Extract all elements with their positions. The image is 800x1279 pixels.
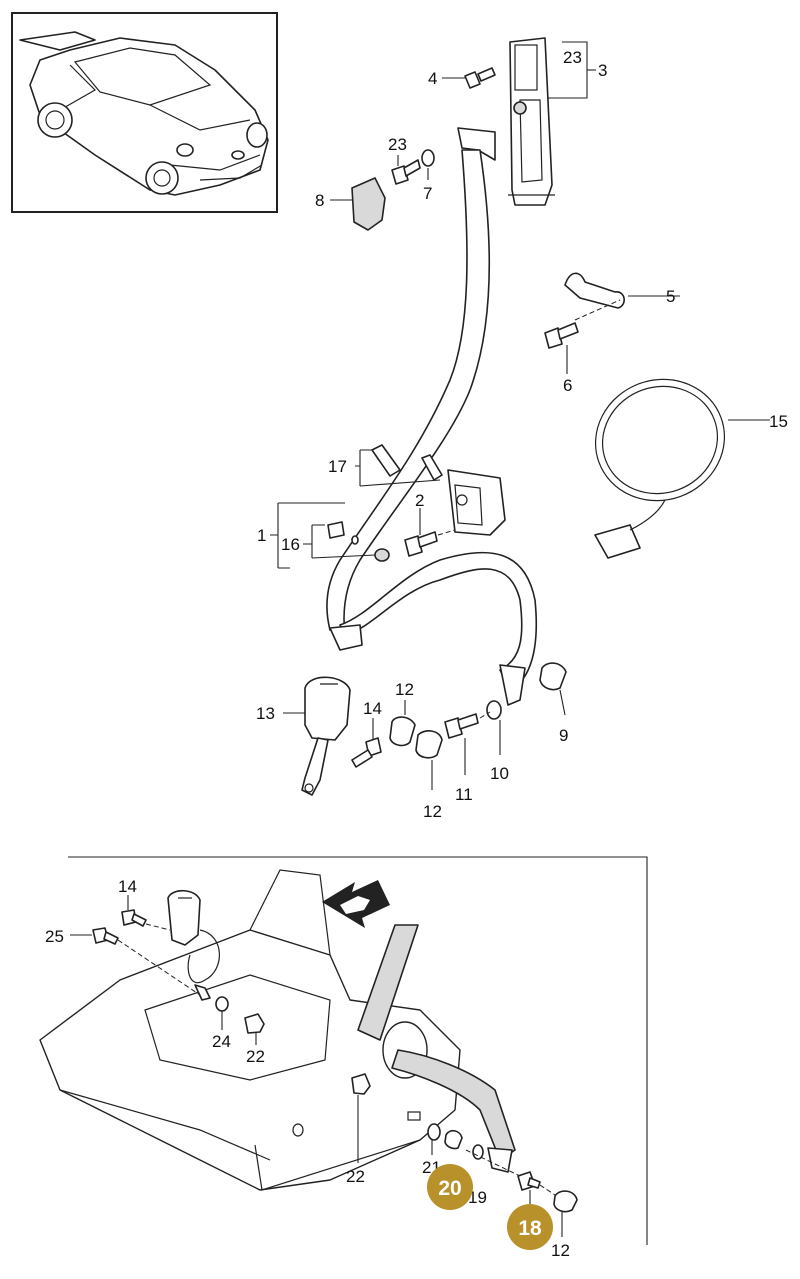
washer-10 bbox=[486, 700, 502, 720]
guide-5 bbox=[564, 272, 625, 309]
seat-buckle bbox=[167, 889, 220, 1001]
label-25[interactable]: 25 bbox=[45, 927, 64, 946]
label-5[interactable]: 5 bbox=[666, 287, 675, 306]
bolt-23 bbox=[391, 159, 421, 185]
nut-22b bbox=[351, 1073, 371, 1095]
sleeve-12b bbox=[415, 730, 443, 759]
label-6[interactable]: 6 bbox=[563, 376, 572, 395]
car-thumbnail-panel bbox=[11, 12, 278, 213]
label-10[interactable]: 10 bbox=[490, 764, 509, 783]
belt-webbing bbox=[326, 127, 538, 706]
label-16[interactable]: 16 bbox=[281, 535, 300, 554]
label-4[interactable]: 4 bbox=[428, 69, 437, 88]
highlight-badge-18[interactable]: 18 bbox=[507, 1204, 553, 1250]
label-17[interactable]: 17 bbox=[328, 457, 347, 476]
bolt-11 bbox=[444, 713, 479, 739]
part-labels: 4 23 3 23 7 8 5 6 15 17 2 1 16 12 13 14 … bbox=[45, 48, 788, 1260]
label-11[interactable]: 11 bbox=[455, 785, 473, 804]
label-14-lower[interactable]: 14 bbox=[118, 877, 137, 896]
height-adjuster-rail bbox=[508, 37, 555, 206]
label-19[interactable]: 19 bbox=[468, 1188, 487, 1207]
seat-installation-view bbox=[39, 856, 648, 1245]
label-8[interactable]: 8 bbox=[315, 191, 324, 210]
sleeve-9 bbox=[539, 662, 567, 691]
cap-12-lower bbox=[553, 1190, 578, 1213]
label-14[interactable]: 14 bbox=[363, 699, 382, 718]
bolt-4 bbox=[464, 67, 496, 89]
bolt-25 bbox=[92, 927, 119, 945]
guide-17 bbox=[371, 444, 443, 481]
washer-19 bbox=[472, 1144, 484, 1160]
bolt-14 bbox=[351, 737, 382, 768]
label-18[interactable]: 18 bbox=[518, 1217, 542, 1240]
bolt-6 bbox=[544, 322, 579, 349]
buckle-13 bbox=[301, 676, 351, 796]
bolt-14-lower bbox=[121, 909, 147, 927]
label-20[interactable]: 20 bbox=[438, 1177, 461, 1200]
label-24[interactable]: 24 bbox=[212, 1032, 231, 1051]
washer-24 bbox=[215, 996, 229, 1012]
nut-22a bbox=[244, 1013, 265, 1034]
forward-direction-arrow-icon bbox=[322, 880, 390, 928]
leader-lines bbox=[270, 41, 770, 790]
label-22-center[interactable]: 22 bbox=[346, 1167, 365, 1186]
label-12-top[interactable]: 12 bbox=[395, 680, 414, 699]
washer-7 bbox=[421, 149, 435, 167]
label-22-left[interactable]: 22 bbox=[246, 1047, 265, 1066]
label-23-top[interactable]: 23 bbox=[563, 48, 582, 67]
lap-belt-section bbox=[357, 924, 516, 1173]
label-9[interactable]: 9 bbox=[559, 726, 568, 745]
washer-21 bbox=[427, 1123, 441, 1141]
upper-assembly bbox=[270, 37, 770, 796]
porsche-911-coupe-icon bbox=[19, 31, 269, 196]
clip-16 bbox=[327, 521, 390, 562]
belt-retractor bbox=[447, 469, 506, 536]
label-15[interactable]: 15 bbox=[769, 412, 788, 431]
spacer-20 bbox=[444, 1129, 463, 1150]
label-23-bolt[interactable]: 23 bbox=[388, 135, 407, 154]
cable-15 bbox=[594, 378, 726, 559]
label-13[interactable]: 13 bbox=[256, 704, 275, 723]
bolt-2 bbox=[404, 531, 438, 557]
label-12-bottom[interactable]: 12 bbox=[551, 1241, 570, 1260]
label-12-mid[interactable]: 12 bbox=[423, 802, 442, 821]
label-1[interactable]: 1 bbox=[257, 526, 266, 545]
label-2[interactable]: 2 bbox=[415, 491, 424, 510]
bolt-18 bbox=[517, 1171, 541, 1191]
label-3[interactable]: 3 bbox=[598, 61, 607, 80]
cover-cap-8 bbox=[351, 177, 386, 231]
sleeve-12a bbox=[389, 716, 416, 747]
label-7[interactable]: 7 bbox=[423, 184, 432, 203]
highlight-badge-20[interactable]: 20 bbox=[427, 1164, 473, 1210]
